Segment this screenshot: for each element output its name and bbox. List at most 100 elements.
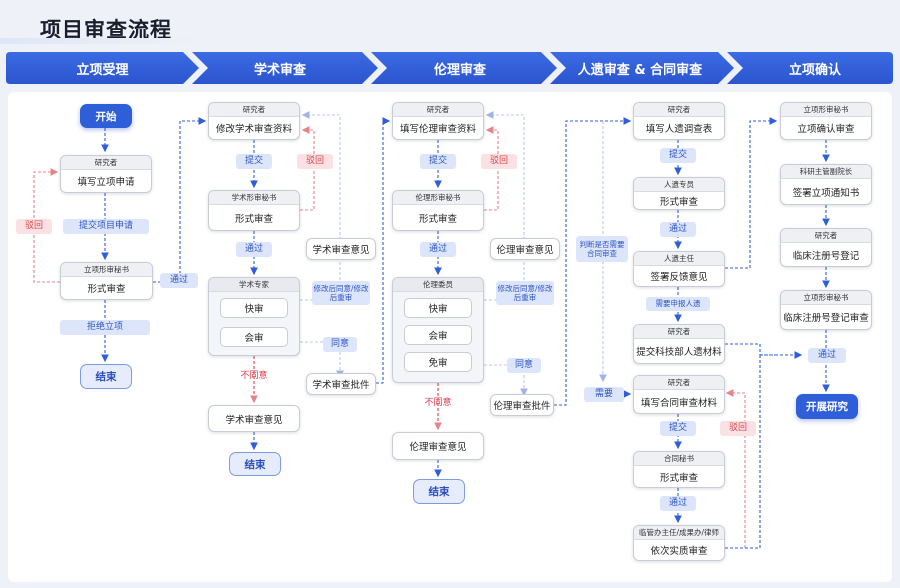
item-exempt-review[interactable]: 免审 [404, 352, 472, 372]
node-sign-notice[interactable]: 科研主管副院长 签署立项通知书 [780, 164, 872, 205]
node-genetic-formal-review[interactable]: 人遗专员 形式审查 [633, 177, 725, 210]
label-agree: 同意 [507, 358, 541, 373]
phase-chevron-5 [727, 52, 893, 84]
item-meeting-review[interactable]: 会审 [220, 327, 288, 347]
start-research-terminal[interactable]: 开展研究 [796, 394, 858, 419]
phase-chevron-4 [550, 52, 734, 84]
label-reject: 驳回 [720, 421, 756, 436]
label-pass: 通过 [660, 222, 696, 237]
node-text: 修改学术审查资料 [215, 124, 292, 135]
node-role: 合同秘书 [634, 452, 724, 466]
label-submit: 提交 [660, 148, 696, 163]
node-role: 人遗专员 [634, 178, 724, 192]
node-text: 提交科技部人遗材料 [636, 347, 722, 358]
start-terminal[interactable]: 开始 [80, 104, 132, 128]
node-text: 签署立项通知书 [792, 187, 860, 199]
node-academic-formal-review[interactable]: 学术形审秘书 形式审查 [208, 190, 300, 231]
node-role: 人遗主任 [634, 252, 724, 266]
label-need-report: 需要申报人遗 [646, 297, 710, 311]
title-underline [0, 38, 200, 44]
label-agree: 同意 [323, 337, 357, 352]
end-terminal[interactable]: 结束 [413, 479, 465, 504]
node-fill-application[interactable]: 研究者 填写立项申请 [60, 155, 152, 193]
node-genetic-survey[interactable]: 研究者 填写人遗调查表 [633, 102, 725, 140]
node-fill-ethics-materials[interactable]: 研究者 填写伦理审查资料 [392, 102, 484, 140]
phase-label: 立项受理 [76, 62, 129, 78]
node-text: 临床注册号登记 [792, 250, 860, 262]
phase-4: 人遗审查 & 合同审查 [560, 52, 720, 84]
label-reject: 驳回 [481, 154, 517, 169]
node-ethics-result[interactable]: 伦理审查意见 [392, 432, 484, 460]
group-role: 伦理委员 [393, 278, 483, 292]
phase-chevron-2 [192, 52, 378, 84]
phase-2: 学术审查 [200, 52, 360, 84]
node-role: 研究者 [61, 156, 151, 170]
node-text: 填写立项申请 [77, 177, 135, 188]
phase-chevrons [6, 52, 893, 84]
node-role: 立项形审秘书 [61, 263, 152, 277]
end-terminal[interactable]: 结束 [229, 452, 281, 476]
phase-label: 伦理审查 [433, 62, 486, 78]
phase-3: 伦理审查 [380, 52, 540, 84]
end-terminal[interactable]: 结束 [80, 364, 132, 389]
node-substantive-review[interactable]: 临管办主任/成果办/律师 依次实质审查 [633, 525, 725, 561]
label-submit: 提交 [236, 154, 272, 169]
node-academic-approval[interactable]: 学术审查批件 [306, 373, 376, 395]
label-judge-contract: 判断是否需要合同审查 [576, 236, 628, 262]
node-role: 研究者 [209, 103, 299, 117]
node-text: 形式审查 [418, 213, 457, 225]
node-text: 依次实质审查 [650, 546, 708, 557]
node-genetic-director[interactable]: 人遗主任 签署反馈意见 [633, 251, 725, 287]
label-need: 需要 [584, 387, 624, 402]
node-contract-materials[interactable]: 研究者 填写合同审查材料 [633, 375, 725, 414]
label-refuse: 拒绝立项 [60, 320, 150, 335]
node-role: 立项形审秘书 [781, 103, 871, 117]
node-role: 研究者 [634, 376, 724, 390]
label-pass: 通过 [420, 242, 456, 257]
label-submit-application: 提交项目申请 [63, 219, 149, 234]
node-registration[interactable]: 研究者 临床注册号登记 [780, 228, 872, 267]
node-registration-review[interactable]: 立项形审秘书 临床注册号登记审查 [780, 290, 872, 330]
node-contract-formal-review[interactable]: 合同秘书 形式审查 [633, 451, 725, 488]
item-fast-review[interactable]: 快审 [220, 298, 288, 318]
node-academic-result[interactable]: 学术审查意见 [208, 405, 300, 432]
phase-label: 人遗审查 & 合同审查 [577, 62, 703, 78]
node-submit-ministry-materials[interactable]: 研究者 提交科技部人遗材料 [633, 324, 725, 364]
node-role: 研究者 [393, 103, 483, 117]
phase-chevron-3 [371, 52, 557, 84]
node-role: 立项形审秘书 [781, 291, 871, 305]
node-text: 形式审查 [87, 284, 126, 295]
label-disagree: 不同意 [424, 397, 452, 408]
group-role: 学术专家 [209, 278, 299, 292]
label-submit: 提交 [660, 421, 696, 436]
label-pass: 通过 [660, 496, 696, 511]
label-pass: 通过 [236, 242, 272, 257]
node-formal-review[interactable]: 立项形审秘书 形式审查 [60, 262, 153, 300]
node-role: 临管办主任/成果办/律师 [634, 526, 724, 540]
node-text: 形式审查 [659, 472, 698, 484]
node-ethics-formal-review[interactable]: 伦理形审秘书 形式审查 [392, 190, 484, 231]
node-role: 研究者 [634, 103, 724, 117]
label-reject: 驳回 [16, 219, 52, 234]
node-text: 形式审查 [234, 213, 273, 225]
item-meeting-review[interactable]: 会审 [404, 325, 472, 345]
node-text: 填写合同审查材料 [640, 397, 717, 409]
label-modify: 修改后同意/修改后重审 [496, 281, 554, 305]
label-pass: 通过 [808, 348, 846, 363]
node-modify-academic-materials[interactable]: 研究者 修改学术审查资料 [208, 102, 300, 140]
node-role: 研究者 [781, 229, 871, 243]
phase-label: 立项确认 [788, 62, 841, 78]
label-submit: 提交 [420, 154, 456, 169]
phase-1: 立项受理 [20, 52, 185, 84]
phase-label: 学术审查 [253, 62, 306, 78]
label-modify: 修改后同意/修改后重审 [312, 281, 370, 305]
node-ethics-opinion[interactable]: 伦理审查意见 [490, 238, 560, 260]
node-confirm-review[interactable]: 立项形审秘书 立项确认审查 [780, 102, 872, 140]
item-fast-review[interactable]: 快审 [404, 298, 472, 318]
node-role: 伦理形审秘书 [393, 191, 483, 205]
phase-5: 立项确认 [740, 52, 890, 84]
node-role: 研究者 [634, 325, 724, 339]
node-text: 立项确认审查 [797, 124, 855, 135]
node-ethics-approval[interactable]: 伦理审查批件 [490, 394, 554, 416]
node-academic-opinion[interactable]: 学术审查意见 [306, 238, 376, 260]
